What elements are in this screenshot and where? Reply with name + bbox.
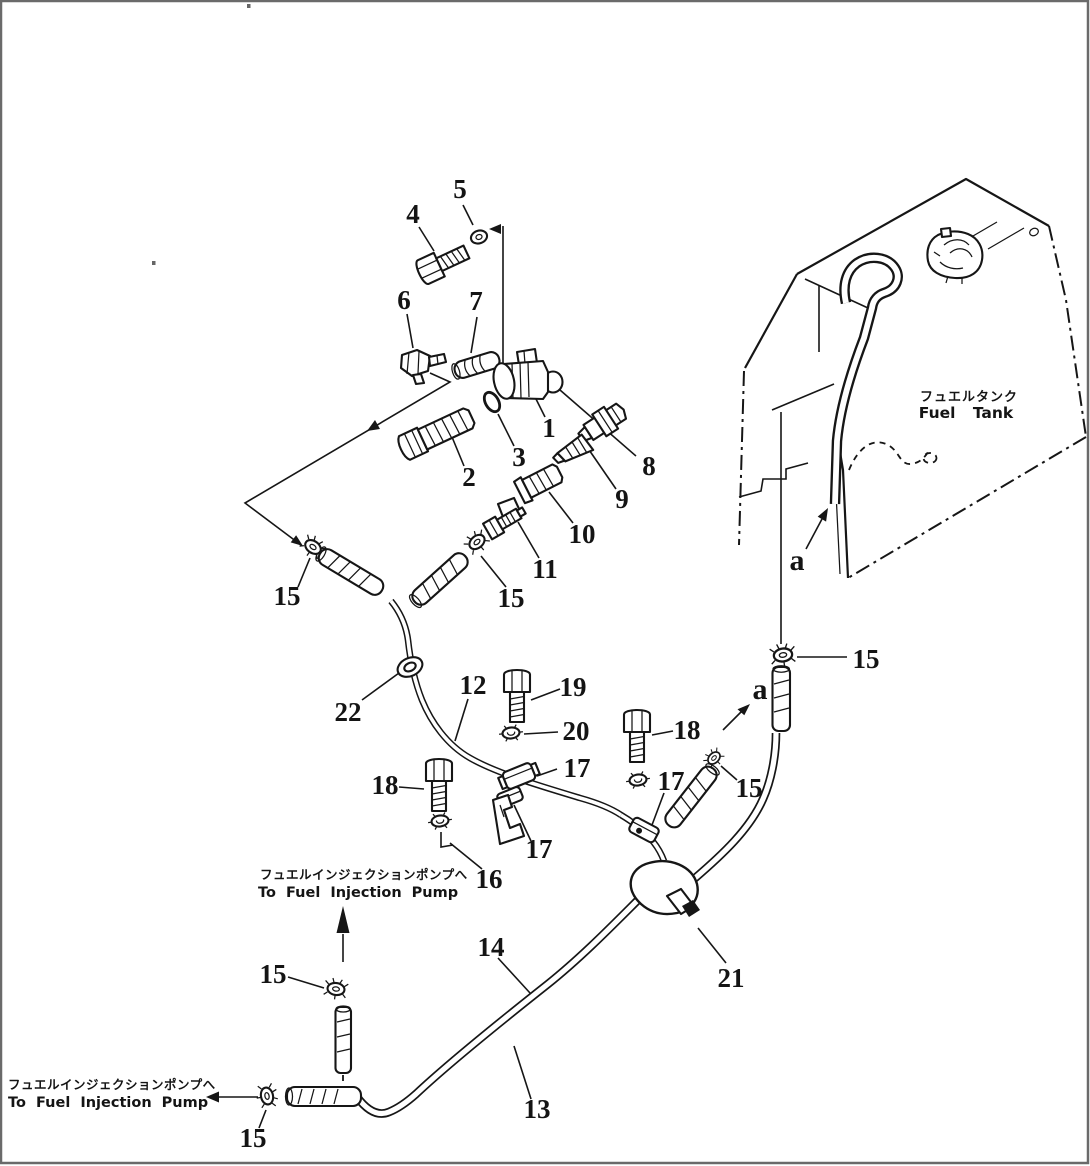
print-speck — [152, 261, 156, 265]
callout-22: 22 — [335, 697, 362, 727]
part-grommet-22 — [396, 656, 424, 678]
part-joint-10 — [513, 463, 564, 505]
callout-15-mid-right: 15 — [736, 773, 763, 803]
callout-20: 20 — [563, 716, 590, 746]
part-fitting-9 — [552, 433, 595, 464]
callout-1: 1 — [542, 413, 556, 443]
print-speck — [247, 4, 251, 8]
fuel-hose-13-14 — [353, 732, 781, 1118]
clamp-15-tank — [767, 640, 799, 670]
fuel-tank-label-jp: フュエルタンク — [920, 390, 1018, 405]
part-clip-17-right — [623, 769, 653, 791]
callout-21: 21 — [718, 963, 745, 993]
part-oring-3 — [482, 390, 502, 414]
part-valve-2 — [397, 407, 476, 461]
part-bracket-16 — [491, 793, 526, 846]
leader-lines — [206, 204, 847, 1129]
part-hose-7 — [451, 351, 501, 380]
part-washer-5 — [469, 229, 489, 245]
callout-15-hose-right: 15 — [498, 583, 525, 613]
to-pump-left-en: To Fuel Injection Pump — [8, 1095, 208, 1111]
callout-3: 3 — [512, 442, 526, 472]
callout-19: 19 — [560, 672, 587, 702]
hose-end-left — [315, 546, 385, 596]
callout-14: 14 — [478, 932, 505, 962]
filler-tube — [829, 252, 903, 505]
ref-letter-a-hose: a — [753, 673, 768, 706]
callouts: 4 5 6 7 1 3 2 8 9 10 11 15 15 22 12 19 2… — [240, 174, 880, 1153]
hose-end-tank — [771, 665, 792, 733]
hose-end-pump-mid — [334, 1005, 353, 1087]
callout-18-right: 18 — [674, 715, 701, 745]
callout-6: 6 — [397, 285, 411, 315]
fuel-tank-label-en: Fuel Tank — [919, 404, 1014, 422]
callout-13: 13 — [524, 1094, 551, 1124]
clamp-15-pump-mid — [322, 975, 350, 1003]
hose-end-pump-left — [284, 1085, 363, 1108]
callout-10: 10 — [569, 519, 596, 549]
callout-17-lower: 17 — [526, 834, 553, 864]
callout-17-right: 17 — [658, 766, 685, 796]
callout-5: 5 — [453, 174, 467, 204]
callout-12: 12 — [460, 670, 487, 700]
callout-15-pump-mid: 15 — [260, 959, 287, 989]
filler-cap-icon — [926, 226, 984, 284]
text-labels: フュエルタンク Fuel Tank フュエルインジェクションポンプへ To Fu… — [8, 390, 1018, 1111]
callout-4: 4 — [406, 199, 420, 229]
callout-15-tank: 15 — [853, 644, 880, 674]
hose-junction — [629, 859, 700, 917]
part-clamp-17-upper — [497, 761, 541, 791]
part-bolt-11 — [481, 506, 527, 541]
to-pump-mid-en: To Fuel Injection Pump — [258, 885, 458, 901]
callout-15-hose-left: 15 — [274, 581, 301, 611]
part-bolt-18-right — [622, 708, 652, 764]
to-pump-left-jp: フュエルインジェクションポンプへ — [8, 1077, 216, 1092]
part-clip-18-left — [425, 810, 455, 832]
part-clip-20 — [497, 722, 525, 744]
callout-11: 11 — [532, 554, 558, 584]
callout-8: 8 — [642, 451, 656, 481]
to-pump-mid-jp: フュエルインジェクションポンプへ — [260, 867, 468, 882]
part-fitting-1 — [492, 347, 564, 401]
part-elbow-6 — [399, 348, 448, 386]
part-clamp-band-right — [628, 816, 660, 844]
callout-18-left: 18 — [372, 770, 399, 800]
hose-end-right — [408, 552, 469, 609]
fuel-tank — [738, 177, 1087, 579]
hose-end-mid-right — [664, 763, 720, 829]
callout-16: 16 — [476, 864, 503, 894]
callout-9: 9 — [615, 484, 629, 514]
part-bolt-4 — [412, 239, 473, 287]
internal-hose-dashed — [848, 441, 929, 471]
part-bolt-19 — [502, 668, 532, 724]
clamp-15-pump-left — [253, 1081, 281, 1111]
callout-17-upper: 17 — [564, 753, 591, 783]
callout-7: 7 — [469, 286, 483, 316]
callout-2: 2 — [462, 462, 476, 492]
part-bolt-18-left — [424, 757, 454, 813]
callout-15-pump-left: 15 — [240, 1123, 267, 1153]
ref-letter-a-tank: a — [790, 544, 805, 577]
